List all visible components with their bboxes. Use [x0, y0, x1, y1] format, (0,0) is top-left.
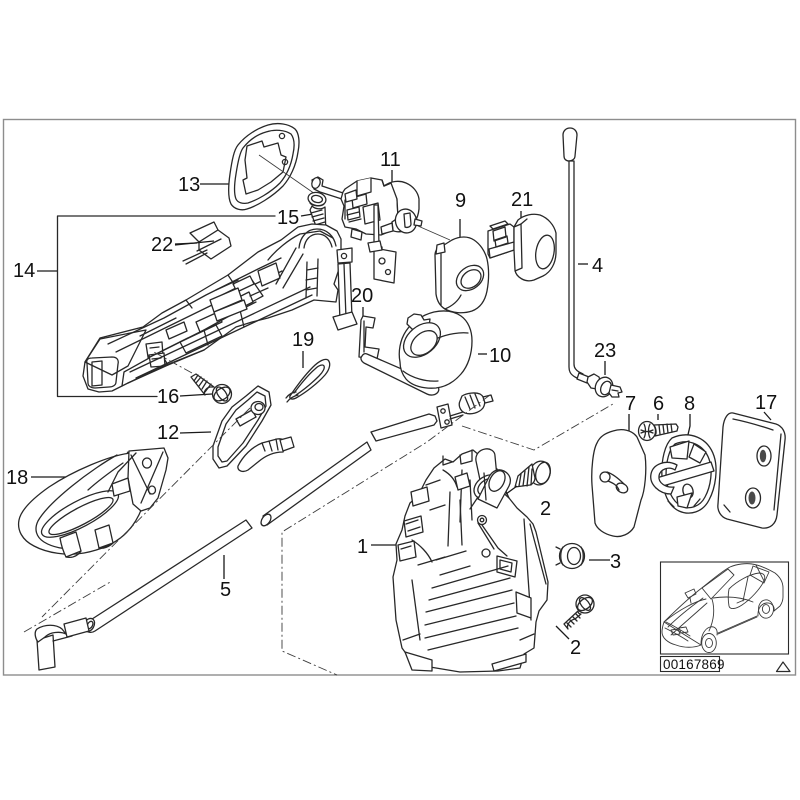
svg-text:8: 8 — [684, 393, 695, 415]
svg-text:14: 14 — [13, 260, 35, 282]
svg-text:5: 5 — [220, 579, 231, 601]
svg-text:22: 22 — [151, 234, 173, 256]
svg-text:19: 19 — [292, 329, 314, 351]
svg-text:11: 11 — [380, 149, 401, 171]
svg-text:4: 4 — [592, 255, 603, 277]
svg-text:2: 2 — [540, 498, 551, 520]
svg-text:00167869: 00167869 — [663, 657, 725, 672]
svg-text:13: 13 — [178, 174, 200, 196]
svg-text:16: 16 — [157, 386, 179, 408]
svg-text:17: 17 — [755, 392, 777, 414]
svg-text:21: 21 — [511, 189, 533, 211]
svg-text:10: 10 — [489, 345, 511, 367]
svg-text:3: 3 — [610, 551, 621, 573]
svg-text:7: 7 — [625, 393, 636, 415]
svg-text:20: 20 — [351, 285, 373, 307]
svg-text:12: 12 — [157, 422, 179, 444]
svg-text:18: 18 — [6, 467, 28, 489]
svg-text:6: 6 — [653, 393, 664, 415]
svg-text:1: 1 — [357, 536, 368, 558]
svg-text:23: 23 — [594, 340, 616, 362]
svg-text:15: 15 — [277, 207, 299, 229]
svg-text:2: 2 — [570, 637, 581, 659]
svg-text:9: 9 — [455, 190, 466, 212]
